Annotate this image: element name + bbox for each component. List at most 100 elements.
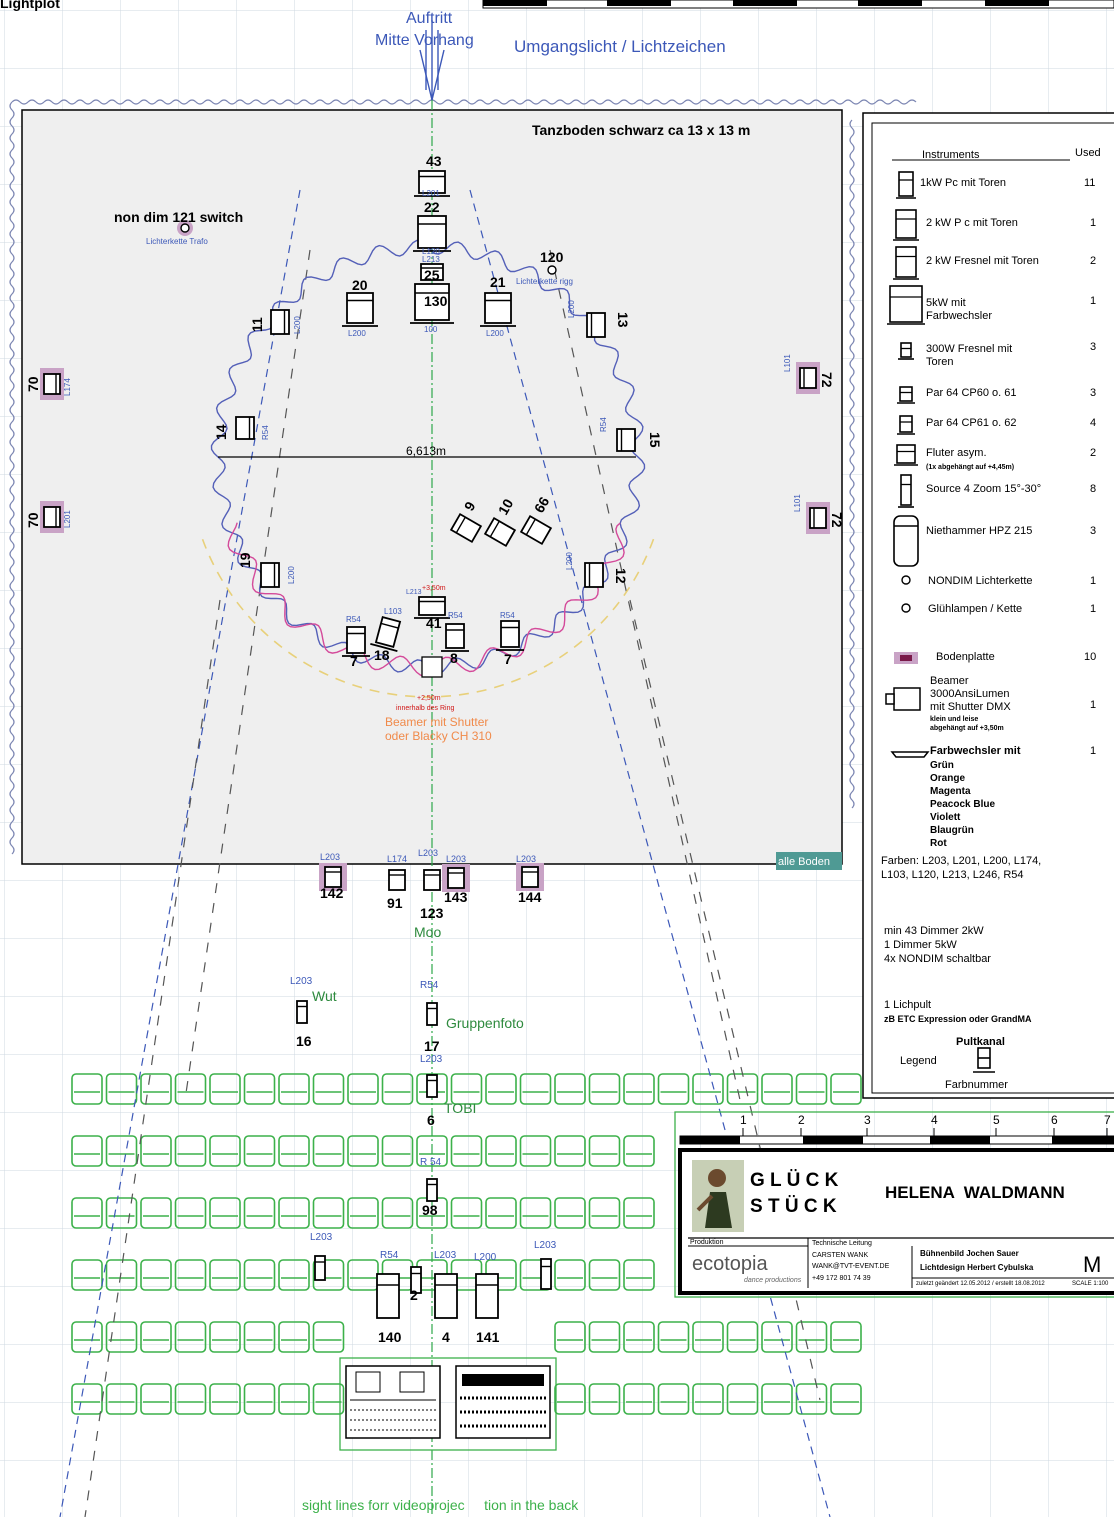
legend-item-name: 2 kW P c mit Toren [926,217,1018,229]
seat [174,1135,207,1167]
desk-line-1: 1 Lichpult [884,999,931,1011]
seat [554,1073,586,1105]
entrance-label-2: Mitte Vorhang [375,32,474,49]
front-fixture-number: 143 [444,889,468,905]
nondim-label: non dim 121 switch [114,209,243,225]
legend-item-name: 300W Fresnel mit [926,343,1012,355]
stage-fixture-number: 43 [426,153,442,169]
seat [105,1259,138,1291]
seat [554,1259,586,1291]
title-scale-bar-blocks [680,1136,1114,1144]
seat [243,1321,276,1353]
stage-fixture-filter: L101 [793,494,802,512]
seat [140,1135,172,1167]
date-line: zuletzt geändert 12.05.2012 / erstellt 1… [916,1281,1045,1287]
gruppe-spot-fixture [426,1002,438,1026]
seat [278,1197,310,1229]
seat [209,1135,241,1167]
scroller-color: Rot [930,838,947,849]
seat [588,1259,621,1291]
seat [761,1321,793,1353]
seat [278,1259,310,1291]
stage-fixture-17 [441,623,469,652]
seat [243,1073,276,1105]
stage-fixture-10 [235,416,255,440]
seat [71,1259,103,1291]
seat [761,1073,793,1105]
seat [278,1135,310,1167]
seat [588,1135,621,1167]
seat [519,1197,552,1229]
seat [588,1321,621,1353]
seat [278,1073,310,1105]
seat [140,1197,172,1229]
seat [795,1321,828,1353]
seat [381,1197,414,1229]
stage-fixture-number: 10 [495,496,517,518]
boden-label: alle Boden [778,856,830,868]
seat [105,1135,138,1167]
stage-fixture-number: 7 [504,651,512,667]
corner-label: Lightplot [0,0,60,11]
stage-fixture-1 [414,170,450,197]
tech-lead-mail: WANK@TVT-EVENT.DE [812,1263,890,1270]
stage-fixture-18 [496,620,524,651]
floor-label: Tanzboden schwarz ca 13 x 13 m [532,122,750,138]
seat [692,1321,724,1353]
seat [450,1197,483,1229]
row-fixture-6 [540,1258,552,1290]
sight-line-right-outer [469,189,831,1517]
seat [105,1073,138,1105]
stage-fixture-filter: L200 [293,316,302,334]
artist-name: HELENA WALDMANN [885,1183,1065,1202]
dimmer-line-3: 4x NONDIM schaltbar [884,953,991,965]
seat [381,1135,414,1167]
legend-panel-inner [871,122,1114,1094]
stage-fixture-number: 8 [450,650,458,666]
stage-fixture-filter: L213 [422,255,440,264]
diameter-label: 6,613m [406,444,446,458]
front-fixture-filter: L203 [516,854,536,864]
legend-item-used: 1 [1090,295,1096,307]
seat [105,1197,138,1229]
stage-fixture-number: 19 [237,552,253,568]
color-scroller-icon [890,751,930,758]
seat [623,1321,655,1353]
seat [450,1073,483,1105]
lamp-icon [901,603,911,613]
seat [140,1259,172,1291]
desk-line-2: zB ETC Expression oder GrandMA [884,1014,1032,1024]
stage-fixture-8 [270,309,290,335]
title-scale-bar [679,1135,1114,1145]
stage-fixture-9 [586,312,606,338]
seat [588,1197,621,1229]
seat [657,1383,690,1415]
legend-item-used: 3 [1090,341,1096,353]
stage-fixture-number: 18 [374,647,390,663]
legend-item-name-2: Toren [926,356,954,368]
moo-label: Moo [414,924,441,940]
seat [519,1135,552,1167]
entrance-arrow [419,20,445,101]
scroller-color: Orange [930,773,965,784]
gruppe-number: 17 [424,1038,440,1054]
gruppe-filter: R54 [420,980,439,991]
seat [347,1073,379,1105]
stage-fixture-filter: L200 [567,300,576,318]
legend-item-name-4: klein und leise [930,716,978,723]
stage-fixture-22 [806,502,830,534]
seat [554,1135,586,1167]
scroller-color: Violett [930,812,961,823]
stage-fixture-filter: L120 [422,247,440,256]
row-fixture-5 [475,1273,499,1319]
stage-fixture-number: 72 [829,512,845,528]
dimmer-line-2: 1 Dimmer 5kW [884,939,957,951]
seat [726,1321,759,1353]
